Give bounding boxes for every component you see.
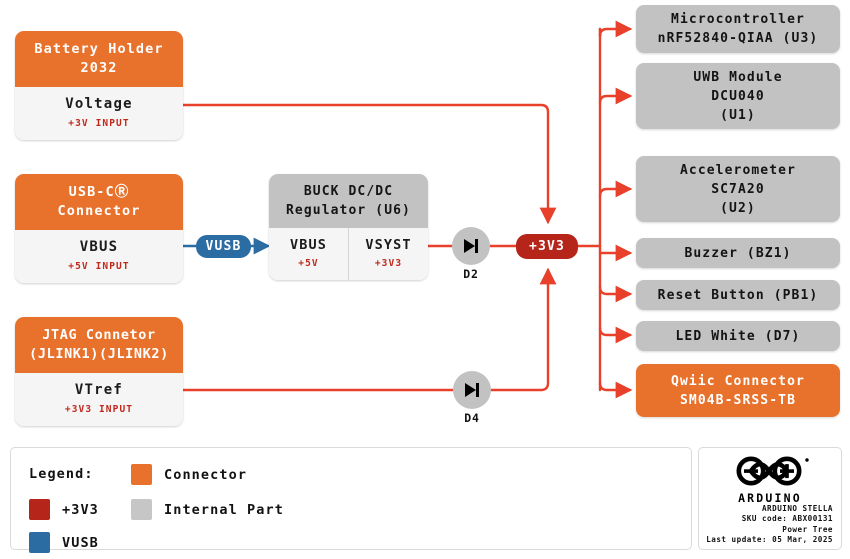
net-label-vusb[interactable]: VUSB <box>196 235 251 258</box>
battery-holder-rail: Voltage <box>65 96 133 112</box>
block-jtag-connector[interactable]: JTAG Connetor (JLINK1)(JLINK2) VTref +3V… <box>15 317 183 426</box>
battery-holder-title-line2: 2032 <box>80 60 118 76</box>
block-uwb-module[interactable]: UWB Module DCU040 (U1) <box>636 63 840 129</box>
jtag-connector-title-line1: JTAG Connetor <box>42 327 156 343</box>
legend-item-connector: Connector <box>131 464 247 485</box>
legend-swatch-internal-part-icon <box>131 499 152 520</box>
jtag-connector-body: VTref +3V3 INPUT <box>15 373 183 426</box>
buck-regulator-output-pin: VSYST +3V3 <box>348 228 428 280</box>
legend-label-vusb: VUSB <box>62 534 99 551</box>
buck-regulator-title-line1: BUCK DC/DC <box>303 184 394 199</box>
diode-d2[interactable]: D2 <box>452 227 490 281</box>
uwb-module-line1: UWB Module <box>693 69 783 85</box>
uwb-module-line3: (U1) <box>720 107 756 123</box>
microcontroller-line2: nRF52840-QIAA (U3) <box>657 31 819 46</box>
footer-panel: ARDUINO ARDUINO STELLA SKU code: ABX0013… <box>698 447 842 550</box>
buzzer-label: Buzzer (BZ1) <box>684 245 792 261</box>
block-battery-holder[interactable]: Battery Holder 2032 Voltage +3V INPUT <box>15 31 183 140</box>
net-label-3v3[interactable]: +3V3 <box>516 234 578 259</box>
buck-input-rail: VBUS <box>290 237 327 253</box>
arduino-wordmark: ARDUINO <box>738 491 802 505</box>
usb-c-connector-header: USB-CⓇ Connector <box>15 174 183 230</box>
battery-holder-header: Battery Holder 2032 <box>15 31 183 87</box>
accelerometer-line2: SC7A20 <box>711 181 765 197</box>
diode-d2-label: D2 <box>463 267 479 281</box>
jtag-connector-header: JTAG Connetor (JLINK1)(JLINK2) <box>15 317 183 373</box>
uwb-module-line2: DCU040 <box>711 88 765 104</box>
diode-d4-label: D4 <box>464 411 480 425</box>
usb-c-connector-rail: VBUS <box>79 239 119 255</box>
block-reset-button[interactable]: Reset Button (PB1) <box>636 280 840 310</box>
diode-symbol-icon <box>465 383 479 397</box>
usb-c-connector-voltage: +5V INPUT <box>68 261 130 272</box>
buck-regulator-input-pin: VBUS +5V <box>269 228 348 280</box>
legend-item-vusb: VUSB <box>29 532 99 553</box>
legend-panel: Legend: Connector +3V3 Internal Part VUS… <box>10 447 692 553</box>
reset-button-label: Reset Button (PB1) <box>657 287 819 303</box>
buck-output-voltage: +3V3 <box>374 258 403 269</box>
arduino-infinity-icon <box>736 456 809 486</box>
legend-swatch-connector-icon <box>131 464 152 485</box>
buck-regulator-pins: VBUS +5V VSYST +3V3 <box>269 228 428 280</box>
battery-holder-voltage: +3V INPUT <box>68 118 130 129</box>
usb-c-connector-body: VBUS +5V INPUT <box>15 230 183 283</box>
footer-sku: SKU code: ABX00131 <box>741 514 833 524</box>
accelerometer-line3: (U2) <box>720 200 756 216</box>
jtag-connector-rail: VTref <box>74 382 124 398</box>
legend-item-internal-part: Internal Part <box>131 499 284 520</box>
block-accelerometer[interactable]: Accelerometer SC7A20 (U2) <box>636 156 840 222</box>
diode-symbol-icon <box>464 239 478 253</box>
legend-swatch-vusb-icon <box>29 532 50 553</box>
legend-label-internal-part: Internal Part <box>164 501 284 518</box>
block-buck-regulator[interactable]: BUCK DC/DC Regulator (U6) VBUS +5V VSYST… <box>269 174 428 280</box>
diode-d4[interactable]: D4 <box>453 371 491 425</box>
battery-holder-body: Voltage +3V INPUT <box>15 87 183 140</box>
footer-meta: ARDUINO STELLA SKU code: ABX00131 Power … <box>706 504 833 546</box>
jtag-connector-title-line2: (JLINK1)(JLINK2) <box>29 346 169 362</box>
battery-holder-title-line1: Battery Holder <box>34 41 164 57</box>
footer-doc-type: Power Tree <box>782 524 833 534</box>
legend-title-row: Legend: <box>29 466 94 482</box>
usb-c-connector-title-line2: Connector <box>57 203 141 219</box>
legend-title: Legend: <box>29 466 94 482</box>
usb-c-connector-title-line1: USB-CⓇ <box>68 184 130 200</box>
jtag-connector-voltage: +3V3 INPUT <box>64 404 134 415</box>
block-led-white[interactable]: LED White (D7) <box>636 321 840 351</box>
legend-label-3v3: +3V3 <box>62 501 99 518</box>
buck-output-rail: VSYST <box>365 237 412 253</box>
block-usb-c-connector[interactable]: USB-CⓇ Connector VBUS +5V INPUT <box>15 174 183 283</box>
legend-item-3v3: +3V3 <box>29 499 99 520</box>
arduino-logo: ARDUINO <box>727 456 813 505</box>
block-microcontroller[interactable]: Microcontroller nRF52840-QIAA (U3) <box>636 5 840 53</box>
buck-regulator-title-line2: Regulator (U6) <box>286 203 411 218</box>
legend-label-connector: Connector <box>164 466 248 483</box>
footer-product: ARDUINO STELLA <box>761 504 833 513</box>
footer-last-update: Last update: 05 Mar, 2025 <box>706 535 833 545</box>
block-buzzer[interactable]: Buzzer (BZ1) <box>636 238 840 268</box>
legend-swatch-3v3-icon <box>29 499 50 520</box>
qwiic-connector-line1: Qwiic Connector <box>671 373 805 389</box>
qwiic-connector-line2: SM04B-SRSS-TB <box>679 392 797 408</box>
led-white-label: LED White (D7) <box>675 328 801 344</box>
microcontroller-line1: Microcontroller <box>671 12 805 27</box>
block-qwiic-connector[interactable]: Qwiic Connector SM04B-SRSS-TB <box>636 364 840 417</box>
buck-input-voltage: +5V <box>298 258 319 269</box>
buck-regulator-header: BUCK DC/DC Regulator (U6) <box>269 174 428 228</box>
accelerometer-line1: Accelerometer <box>679 162 797 178</box>
